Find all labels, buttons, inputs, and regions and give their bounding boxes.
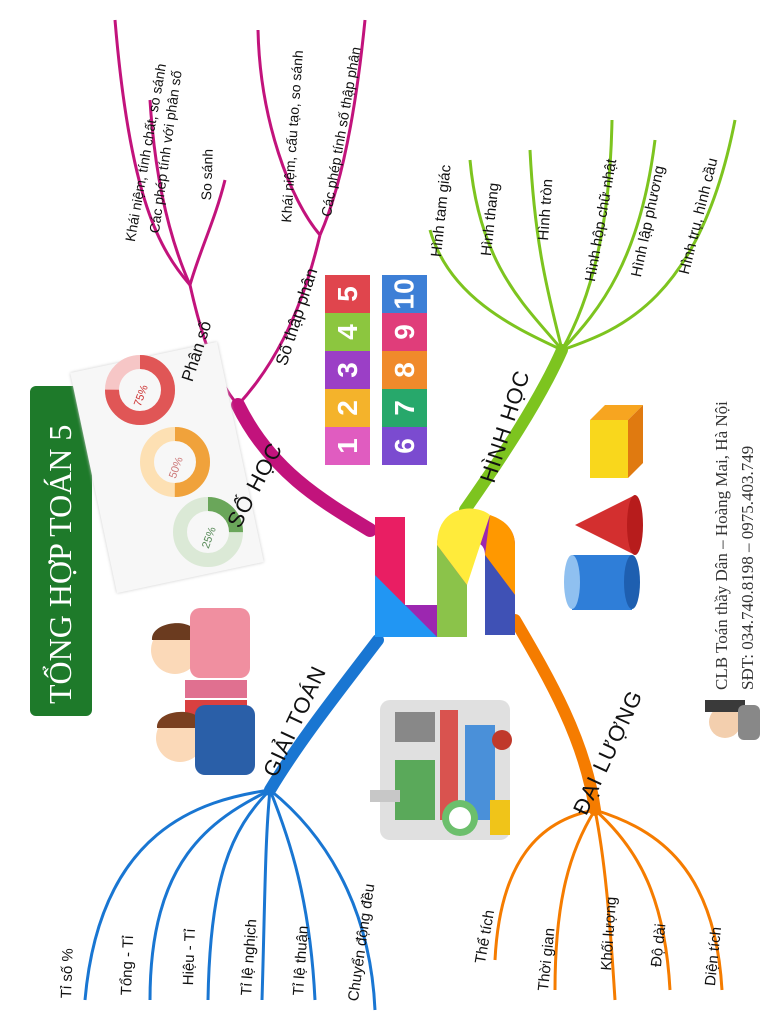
number-tile: 7 [382,389,427,427]
leaf-hieu-ti: Hiệu - Tỉ [180,928,199,986]
hinh-hoc-lines [428,119,737,516]
credit-phone: SĐT: 034.740.8198 – 0975.403.749 [738,445,757,690]
giai-toan-lines [83,634,384,1011]
number-tile: 1 [325,427,370,465]
leaf-ti-so-phan-tram: Tỉ số % [58,948,77,999]
number-tiles: 1 2 3 4 5 6 7 8 9 10 [325,275,437,470]
title-banner: TỔNG HỢP TOÁN 5 [30,386,92,716]
cone-icon [575,495,643,555]
leaf-tong-ti: Tổng - Tỉ [118,935,138,996]
so-hoc-lines [113,19,377,537]
number-tile: 8 [382,351,427,389]
cylinder-icon [564,555,640,610]
leaf-phan-so-so-sanh: So sánh [198,148,216,201]
credit-club: CLB Toán thầy Dân – Hoàng Mai, Hà Nội [712,401,731,690]
number-tile: 4 [325,313,370,351]
number-tile: 5 [325,275,370,313]
cube-icon [590,405,643,478]
number-tile: 3 [325,351,370,389]
number-tile: 2 [325,389,370,427]
dai-luong-lines [493,614,724,1001]
number-tile: 6 [382,427,427,465]
number-tile: 10 [382,275,427,313]
number-tile: 9 [382,313,427,351]
